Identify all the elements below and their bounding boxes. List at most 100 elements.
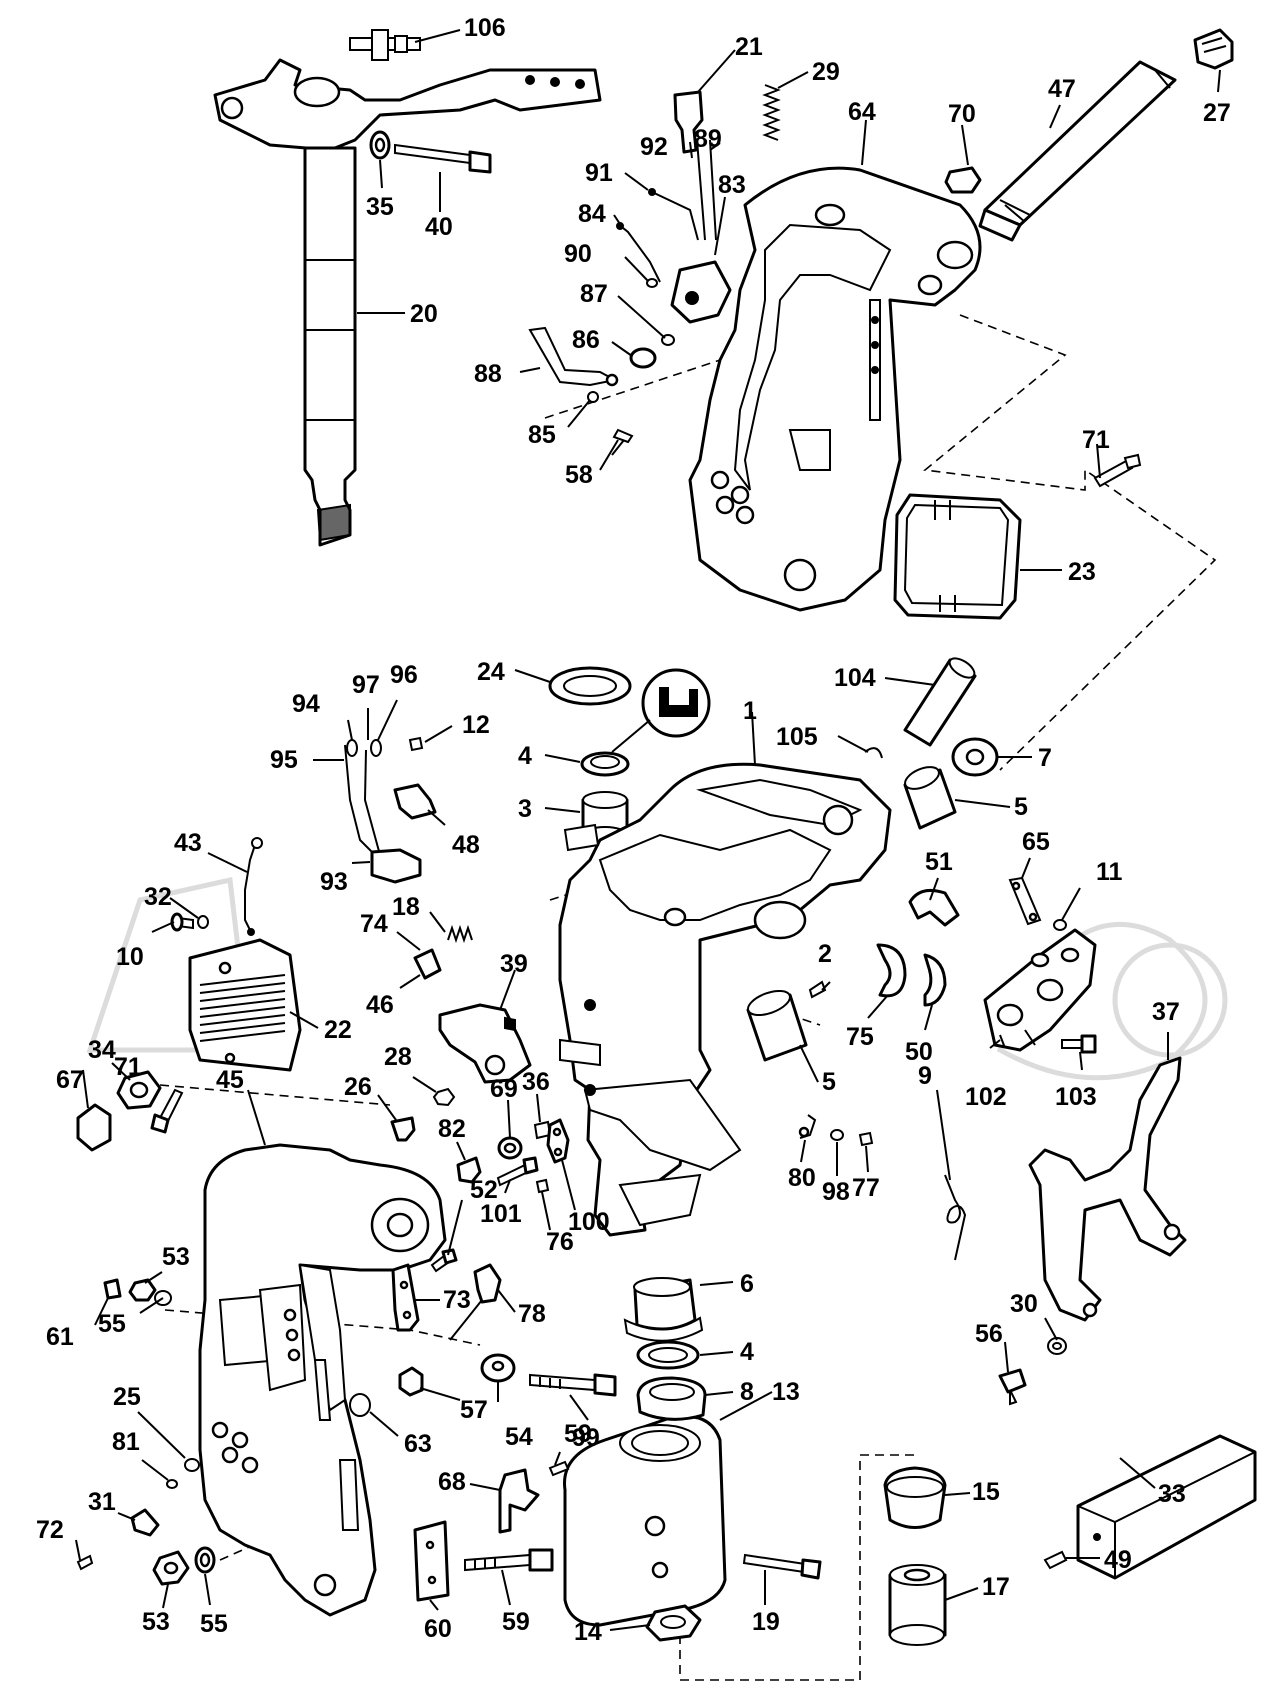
label-78: 78 (518, 1300, 546, 1328)
leader-5-middle (799, 1044, 819, 1083)
label-81: 81 (112, 1428, 140, 1456)
label-90: 90 (564, 240, 592, 268)
part-26-plug (390, 1116, 416, 1142)
label-82: 82 (438, 1115, 466, 1143)
part-34-nut (116, 1070, 162, 1110)
part-80-clip (798, 1114, 817, 1139)
part-35-washer (369, 130, 391, 160)
part-39-latch (438, 1003, 532, 1084)
part-5-bushing-middle (746, 989, 808, 1062)
part-47-tilt-tube (978, 60, 1177, 242)
part-65-link (1008, 876, 1042, 926)
label-103: 103 (1055, 1083, 1097, 1111)
part-49-screw (1043, 1550, 1068, 1570)
part-57-nut (398, 1366, 424, 1397)
label-54: 54 (505, 1423, 533, 1451)
label-85: 85 (528, 421, 556, 449)
label-45: 45 (216, 1066, 244, 1094)
label-52: 52 (470, 1176, 498, 1204)
label-70: 70 (948, 100, 976, 128)
part-4-seal-upper (580, 751, 630, 777)
part-20-steering-shaft (213, 58, 602, 547)
part-40-bolt (394, 143, 492, 174)
label-17: 17 (982, 1573, 1010, 1601)
label-99: 99 (572, 1424, 600, 1452)
part-25-spacer (184, 1458, 200, 1472)
part-13-lower-clamp (563, 1414, 727, 1627)
label-94: 94 (292, 690, 320, 718)
label-47: 47 (1048, 75, 1076, 103)
label-74: 74 (360, 910, 388, 938)
label-98: 98 (822, 1178, 850, 1206)
label-75: 75 (846, 1023, 874, 1051)
part-64-stern-bracket (688, 166, 982, 612)
label-105: 105 (776, 723, 818, 751)
label-59-upper: 59 (564, 1420, 592, 1448)
part-4-seal-lower (636, 1340, 700, 1370)
part-85-screw (587, 391, 599, 403)
part-72-screw (76, 1554, 94, 1571)
label-39: 39 (500, 950, 528, 978)
label-34: 34 (88, 1036, 116, 1064)
part-99-screw (548, 1460, 570, 1477)
part-24-gasket (548, 666, 632, 706)
part-31-clip (130, 1508, 160, 1537)
part-59-bolt-lower (464, 1548, 554, 1572)
label-50: 50 (905, 1038, 933, 1066)
part-67-cap (76, 1103, 112, 1152)
label-25: 25 (113, 1383, 141, 1411)
label-19: 19 (752, 1608, 780, 1636)
label-55-lower: 55 (200, 1610, 228, 1638)
label-84: 84 (578, 200, 606, 228)
label-36: 36 (522, 1068, 550, 1096)
label-18: 18 (392, 893, 420, 921)
part-102-bracket (983, 928, 1097, 1052)
seal-detail-callout (611, 668, 711, 753)
part-1-swivel-bracket (558, 762, 892, 1237)
part-22-cover (188, 938, 302, 1072)
part-15-mount (883, 1466, 947, 1529)
label-83: 83 (718, 171, 746, 199)
part-103-screw (1061, 1034, 1097, 1054)
label-27: 27 (1203, 99, 1231, 127)
part-93-sensor (370, 848, 422, 884)
label-55-upper: 55 (98, 1310, 126, 1338)
part-33-bar (1076, 1434, 1257, 1580)
label-23: 23 (1068, 558, 1096, 586)
label-95: 95 (270, 746, 298, 774)
part-28-nut (432, 1087, 456, 1107)
part-48-bracket (393, 783, 437, 820)
part-71-screw-upper (1093, 453, 1142, 488)
part-29-spring (762, 84, 781, 141)
part-105-clip (864, 747, 883, 759)
label-49: 49 (1104, 1546, 1132, 1574)
label-64: 64 (848, 98, 876, 126)
label-14: 14 (574, 1618, 602, 1646)
part-11-screw (1053, 919, 1067, 931)
label-21: 21 (735, 33, 763, 61)
label-32: 32 (144, 883, 172, 911)
part-53-nut-upper (128, 1278, 157, 1302)
part-59-bolt-upper (529, 1373, 617, 1397)
part-32-washer (197, 915, 209, 929)
label-61: 61 (46, 1323, 74, 1351)
label-48: 48 (452, 831, 480, 859)
part-84-clip (616, 222, 661, 283)
label-86: 86 (572, 326, 600, 354)
label-100: 100 (568, 1208, 610, 1236)
part-17-bushing (888, 1564, 947, 1646)
part-2-screw (808, 980, 827, 999)
label-65: 65 (1022, 828, 1050, 856)
part-56-screw (998, 1368, 1027, 1406)
label-71-lower: 71 (114, 1053, 142, 1081)
part-5-bushing-upper (903, 766, 957, 830)
label-40: 40 (425, 213, 453, 241)
part-68-bracket (498, 1468, 540, 1534)
label-68: 68 (438, 1468, 466, 1496)
label-5-upper: 5 (1014, 793, 1028, 821)
part-63-plug (349, 1393, 371, 1417)
label-93: 93 (320, 868, 348, 896)
label-76: 76 (546, 1228, 574, 1256)
label-89: 89 (694, 125, 722, 153)
part-98-washer (830, 1129, 844, 1141)
